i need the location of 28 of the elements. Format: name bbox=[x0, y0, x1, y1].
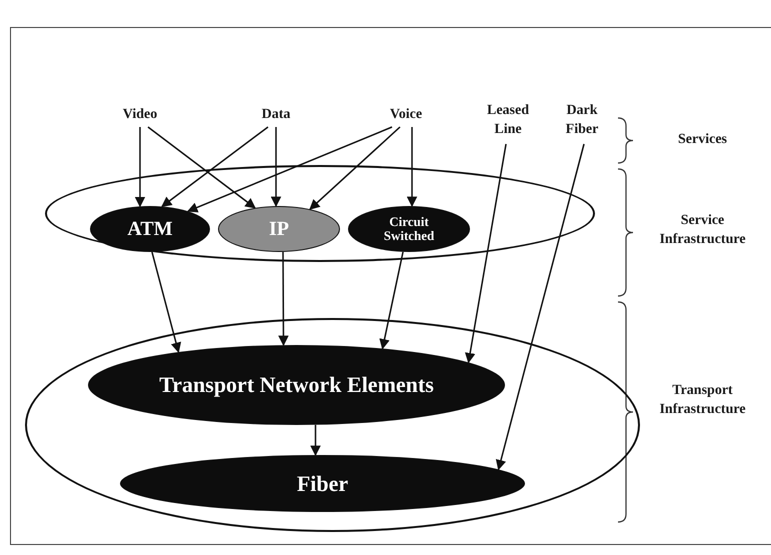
arrow bbox=[187, 126, 392, 212]
service-label: Leased Line bbox=[478, 100, 538, 142]
arrow bbox=[379, 252, 404, 350]
arrow bbox=[161, 126, 268, 208]
component-ellipse: IP bbox=[218, 206, 340, 252]
arrow bbox=[464, 144, 507, 364]
service-label: Dark Fiber bbox=[556, 100, 608, 142]
service-label: Video bbox=[110, 105, 170, 125]
arrow bbox=[148, 126, 256, 208]
arrow bbox=[310, 424, 321, 456]
layer-label: Service Infrastructure bbox=[658, 212, 747, 249]
service-label: Voice bbox=[380, 105, 432, 125]
arrow bbox=[496, 144, 585, 470]
service-label: Data bbox=[250, 105, 302, 125]
component-ellipse: Circuit Switched bbox=[348, 206, 470, 252]
component-ellipse: Fiber bbox=[120, 455, 525, 512]
arrow bbox=[134, 127, 146, 208]
arrow bbox=[406, 127, 418, 208]
component-ellipse: ATM bbox=[90, 206, 210, 252]
arrow bbox=[270, 127, 282, 208]
arrow bbox=[278, 252, 289, 346]
layer-ellipse bbox=[45, 165, 595, 262]
arrow bbox=[151, 252, 182, 354]
arrow bbox=[309, 126, 400, 210]
layer-ellipse bbox=[25, 318, 640, 532]
component-ellipse: Transport Network Elements bbox=[88, 345, 505, 425]
layer-label: Transport Infrastructure bbox=[658, 382, 747, 419]
layer-label: Services bbox=[677, 131, 728, 149]
